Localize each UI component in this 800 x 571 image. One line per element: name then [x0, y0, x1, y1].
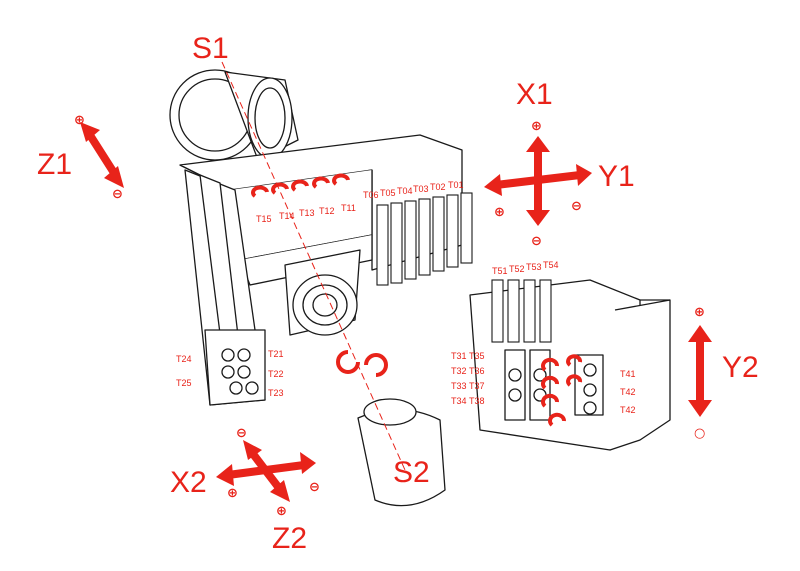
- tool-label: T37: [469, 381, 485, 391]
- z1-plus-sign: ⊕: [74, 113, 85, 128]
- upper-fixed-tool-labels: T06 T05 T04 T03 T02 T01: [363, 180, 464, 200]
- z2-minus-sign: ⊖: [236, 426, 247, 441]
- y2-minus-sign: ○: [694, 426, 705, 441]
- x1-minus-sign: ⊖: [531, 234, 542, 249]
- upper-rotation-marks: [251, 173, 350, 198]
- left-column-tool-labels: T24 T25 T21 T22 T23: [176, 349, 284, 398]
- tool-label: T53: [526, 262, 542, 272]
- z1-axis-arrow: [80, 122, 124, 188]
- x1-plus-sign: ⊕: [531, 119, 542, 134]
- left-tool-column: [184, 169, 266, 406]
- main-spindle-s1: [169, 69, 299, 161]
- tool-label: T34: [451, 396, 467, 406]
- z2-plus-sign: ⊕: [276, 504, 287, 519]
- rotating-tool-head: [284, 249, 361, 336]
- tool-label: T41: [620, 369, 636, 379]
- tool-label: T25: [176, 378, 192, 388]
- lower-rotation-marks: [541, 354, 583, 427]
- tool-label: T36: [469, 366, 485, 376]
- tool-label: T42: [620, 405, 636, 415]
- x2-label: X2: [170, 466, 207, 499]
- x2-plus-sign: ⊕: [227, 486, 238, 501]
- tool-label: T03: [413, 184, 429, 194]
- y2-axis-arrow: [688, 325, 712, 417]
- tool-label: T12: [319, 206, 335, 216]
- x2-minus-sign: ⊖: [309, 480, 320, 495]
- y1-plus-sign: ⊕: [494, 205, 505, 220]
- tool-label: T38: [469, 396, 485, 406]
- y2-label: Y2: [722, 351, 759, 384]
- upper-fixed-tool-fins: [376, 192, 473, 286]
- tool-label: T04: [397, 186, 413, 196]
- tool-label: T13: [299, 208, 315, 218]
- z1-minus-sign: ⊖: [112, 187, 123, 202]
- tool-label: T05: [380, 188, 396, 198]
- tool-label: T14: [279, 211, 295, 221]
- tool-label: T51: [492, 266, 508, 276]
- tool-label: T54: [543, 260, 559, 270]
- y1-label: Y1: [598, 160, 635, 193]
- spindle-rotation-marks: [336, 350, 388, 377]
- s1-label: S1: [192, 32, 229, 65]
- tool-label: T35: [469, 351, 485, 361]
- tool-label: T02: [430, 182, 446, 192]
- tool-label: T42: [620, 387, 636, 397]
- sub-spindle-s2: [357, 398, 446, 507]
- tool-label: T22: [268, 369, 284, 379]
- spindle-center-line: [221, 61, 406, 471]
- upper-rotating-tool-labels: T15 T14 T13 T12 T11: [256, 203, 356, 224]
- s2-label: S2: [393, 456, 430, 489]
- tool-label: T24: [176, 354, 192, 364]
- x1-y1-axis-cross: [484, 136, 592, 226]
- tool-label: T01: [448, 180, 464, 190]
- tool-label: T21: [268, 349, 284, 359]
- tool-label: T32: [451, 366, 467, 376]
- y1-minus-sign: ⊖: [571, 199, 582, 214]
- y2-plus-sign: ⊕: [694, 305, 705, 320]
- z2-label: Z2: [272, 522, 307, 555]
- tool-label: T06: [363, 190, 379, 200]
- z1-label: Z1: [37, 148, 72, 181]
- tool-label: T15: [256, 214, 272, 224]
- tool-label: T33: [451, 381, 467, 391]
- tool-label: T52: [509, 264, 525, 274]
- x1-label: X1: [516, 78, 553, 111]
- lower-turret-tool-labels: T51 T52 T53 T54 T31 T32 T33 T34 T35 T36 …: [451, 260, 636, 415]
- x2-z2-axis-cross: [216, 440, 316, 502]
- tool-label: T11: [341, 203, 356, 213]
- tool-label: T23: [268, 388, 284, 398]
- tool-label: T31: [451, 351, 467, 361]
